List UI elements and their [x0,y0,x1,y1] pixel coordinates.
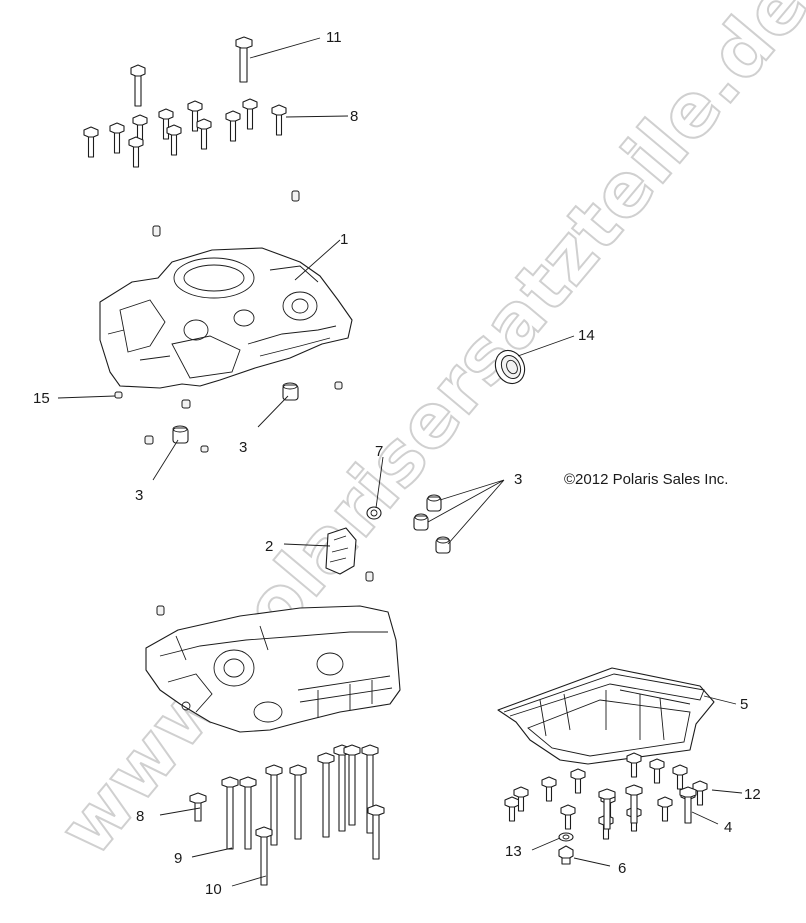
callout-10: 10 [205,881,222,898]
callout-13: 13 [505,843,522,860]
drain-plug-6 [558,845,574,865]
bolt-9 [333,744,351,832]
plug-15 [114,391,123,399]
seal-14 [494,349,526,385]
callout-6: 6 [618,860,626,877]
bolt-long-left [130,64,146,107]
leader-lines [57,37,743,887]
callout-14: 14 [578,327,595,344]
washer-13 [558,832,574,842]
bolt-4 [679,786,697,824]
bolt-8 [166,124,182,156]
oil-pan-bolt [560,804,576,830]
oil-pan-bolt [541,776,557,802]
dowel-pins-upper [152,190,300,237]
callout-15: 15 [33,390,50,407]
bushing-3-a [282,382,299,401]
short-bolt-row [83,98,287,168]
callout-8-lower: 8 [136,808,144,825]
callout-8-upper: 8 [350,108,358,125]
callout-1: 1 [340,231,348,248]
bushing-3-b [172,425,189,444]
lower-crankcase [145,605,401,733]
bolt-9 [343,744,361,826]
upper-bolt-group [83,36,287,168]
oil-pan-bolt [513,786,529,812]
bolt-10 [255,826,273,886]
bolt-8 [271,104,287,136]
callout-3-left: 3 [135,487,143,504]
bushing-group-3 [413,494,451,554]
bolt-9 [221,776,239,850]
oil-pan-bolt [570,768,586,794]
oil-pan-bolt [692,780,708,806]
bolt-9 [289,764,307,840]
callout-4: 4 [724,819,732,836]
bolt-8-lower [189,792,207,822]
lower-bolt-group [189,744,385,886]
upper-crankcase [99,247,353,389]
oil-pan-bolt [657,796,673,822]
upper-small-parts [114,381,343,453]
callout-12: 12 [744,786,761,803]
oil-pan-bolt [504,796,520,822]
oil-pan-bolts [504,752,708,840]
callout-2: 2 [265,538,273,555]
callout-7: 7 [375,443,383,460]
bracket-2 [325,527,357,575]
callout-11: 11 [326,29,342,46]
dowel-mid [365,571,374,582]
bolt-9 [265,764,283,846]
oil-pan-bolt-long [598,788,616,830]
bolt-8 [83,126,99,158]
oil-pan-5 [497,667,715,765]
bolt-8 [242,98,258,130]
bolt-9 [361,744,379,834]
oil-pan-bolt-long [625,784,643,824]
callout-5: 5 [740,696,748,713]
bolt-8 [109,122,125,154]
bushing-3-c [426,494,442,512]
callout-3-right: 3 [514,471,522,488]
oil-pan-bolt [672,764,688,790]
bolt-8 [128,136,144,168]
callout-3-center: 3 [239,439,247,456]
bolt-11 [235,36,253,83]
bolt-9-extra [367,804,385,860]
bushing-3-d [413,513,429,531]
callout-9: 9 [174,850,182,867]
bolt-8 [187,100,203,132]
bushing-3-e [435,536,451,554]
bolt-8 [196,118,212,150]
part-7 [366,506,382,520]
callout-labels: 11 8 1 14 15 3 3 7 3 2 5 8 12 4 9 13 6 1… [33,29,761,898]
copyright-notice: ©2012 Polaris Sales Inc. [564,471,728,488]
oil-pan-bolt [626,752,642,778]
bolt-9 [239,776,257,850]
bolt-8 [225,110,241,142]
dowel-left [156,605,165,616]
oil-pan-bolt [649,758,665,784]
bolt-9 [317,752,335,838]
